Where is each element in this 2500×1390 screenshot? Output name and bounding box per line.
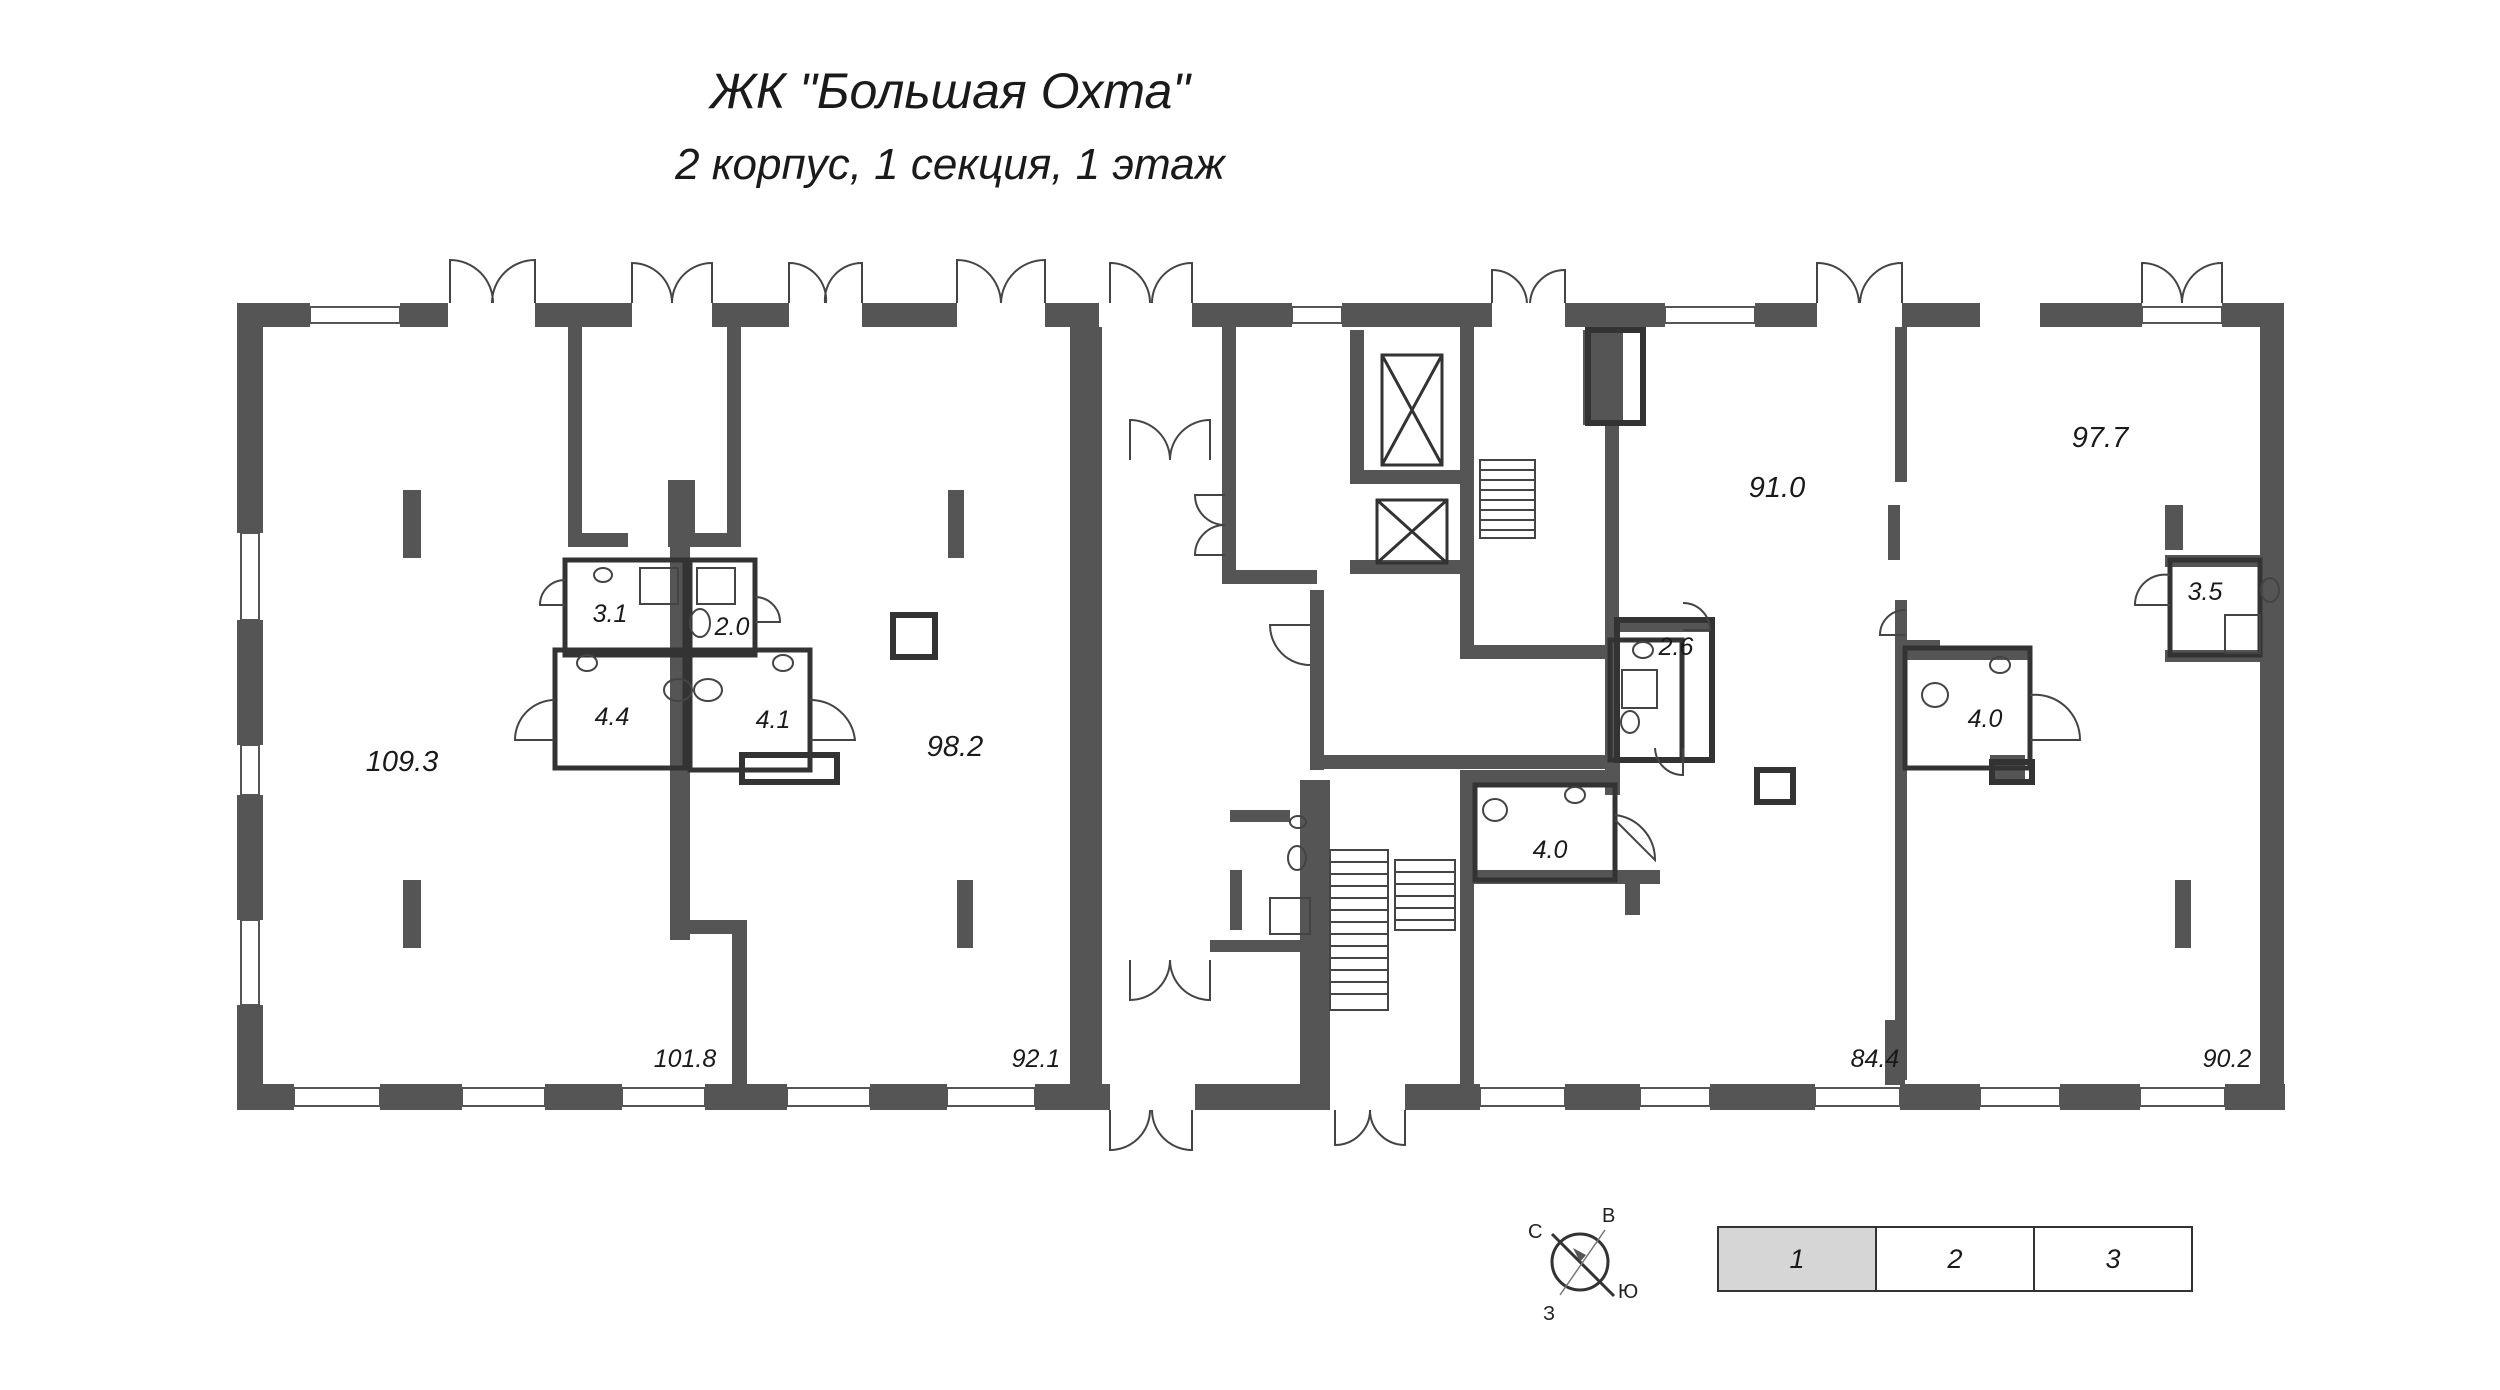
wc-area-2-0: 2.0 <box>714 613 750 641</box>
fixtures <box>576 567 2280 935</box>
room-total-unit-4: 90.2 <box>2203 1045 2252 1073</box>
room-area-unit-2: 98.2 <box>927 731 983 763</box>
wc-area-3-1: 3.1 <box>593 600 628 628</box>
wc-area-4-0-center: 4.0 <box>1533 836 1568 864</box>
room-area-unit-4: 97.7 <box>2072 422 2130 454</box>
columns <box>403 490 2191 948</box>
floor-selector: 1 2 3 <box>1717 1226 2193 1292</box>
outer-walls <box>237 303 2285 1110</box>
windows <box>240 306 2226 1107</box>
stairs <box>1329 459 1536 1011</box>
wc-area-4-4: 4.4 <box>595 703 630 731</box>
room-total-unit-1: 101.8 <box>654 1045 717 1073</box>
wc-area-2-6: 2.6 <box>1658 633 1694 661</box>
interior-walls <box>568 327 2260 1110</box>
wc-area-3-5: 3.5 <box>2188 578 2223 606</box>
room-total-unit-2: 92.1 <box>1012 1045 1061 1073</box>
plan-title: ЖК "Большая Охта" <box>709 63 1191 119</box>
compass-icon: С В Ю З <box>1528 1205 1638 1325</box>
doors <box>449 258 2223 1152</box>
wc-area-4-0-right: 4.0 <box>1968 705 2003 733</box>
room-area-unit-1: 109.3 <box>366 746 439 778</box>
floor-button-1[interactable]: 1 <box>1719 1228 1875 1290</box>
room-total-unit-3: 84.4 <box>1851 1045 1900 1073</box>
elevators <box>1375 353 1449 565</box>
wet-rooms <box>552 557 2263 883</box>
floor-button-2[interactable]: 2 <box>1875 1228 2033 1290</box>
room-area-unit-3: 91.0 <box>1749 472 1805 504</box>
floor-button-3[interactable]: 3 <box>2033 1228 2191 1290</box>
compass-east: В <box>1602 1205 1615 1227</box>
compass-west: З <box>1543 1303 1555 1325</box>
plan-subtitle: 2 корпус, 1 секция, 1 этаж <box>675 140 1225 189</box>
compass-south: Ю <box>1618 1281 1638 1303</box>
wc-area-4-1: 4.1 <box>756 706 791 734</box>
compass-north: С <box>1528 1221 1542 1243</box>
